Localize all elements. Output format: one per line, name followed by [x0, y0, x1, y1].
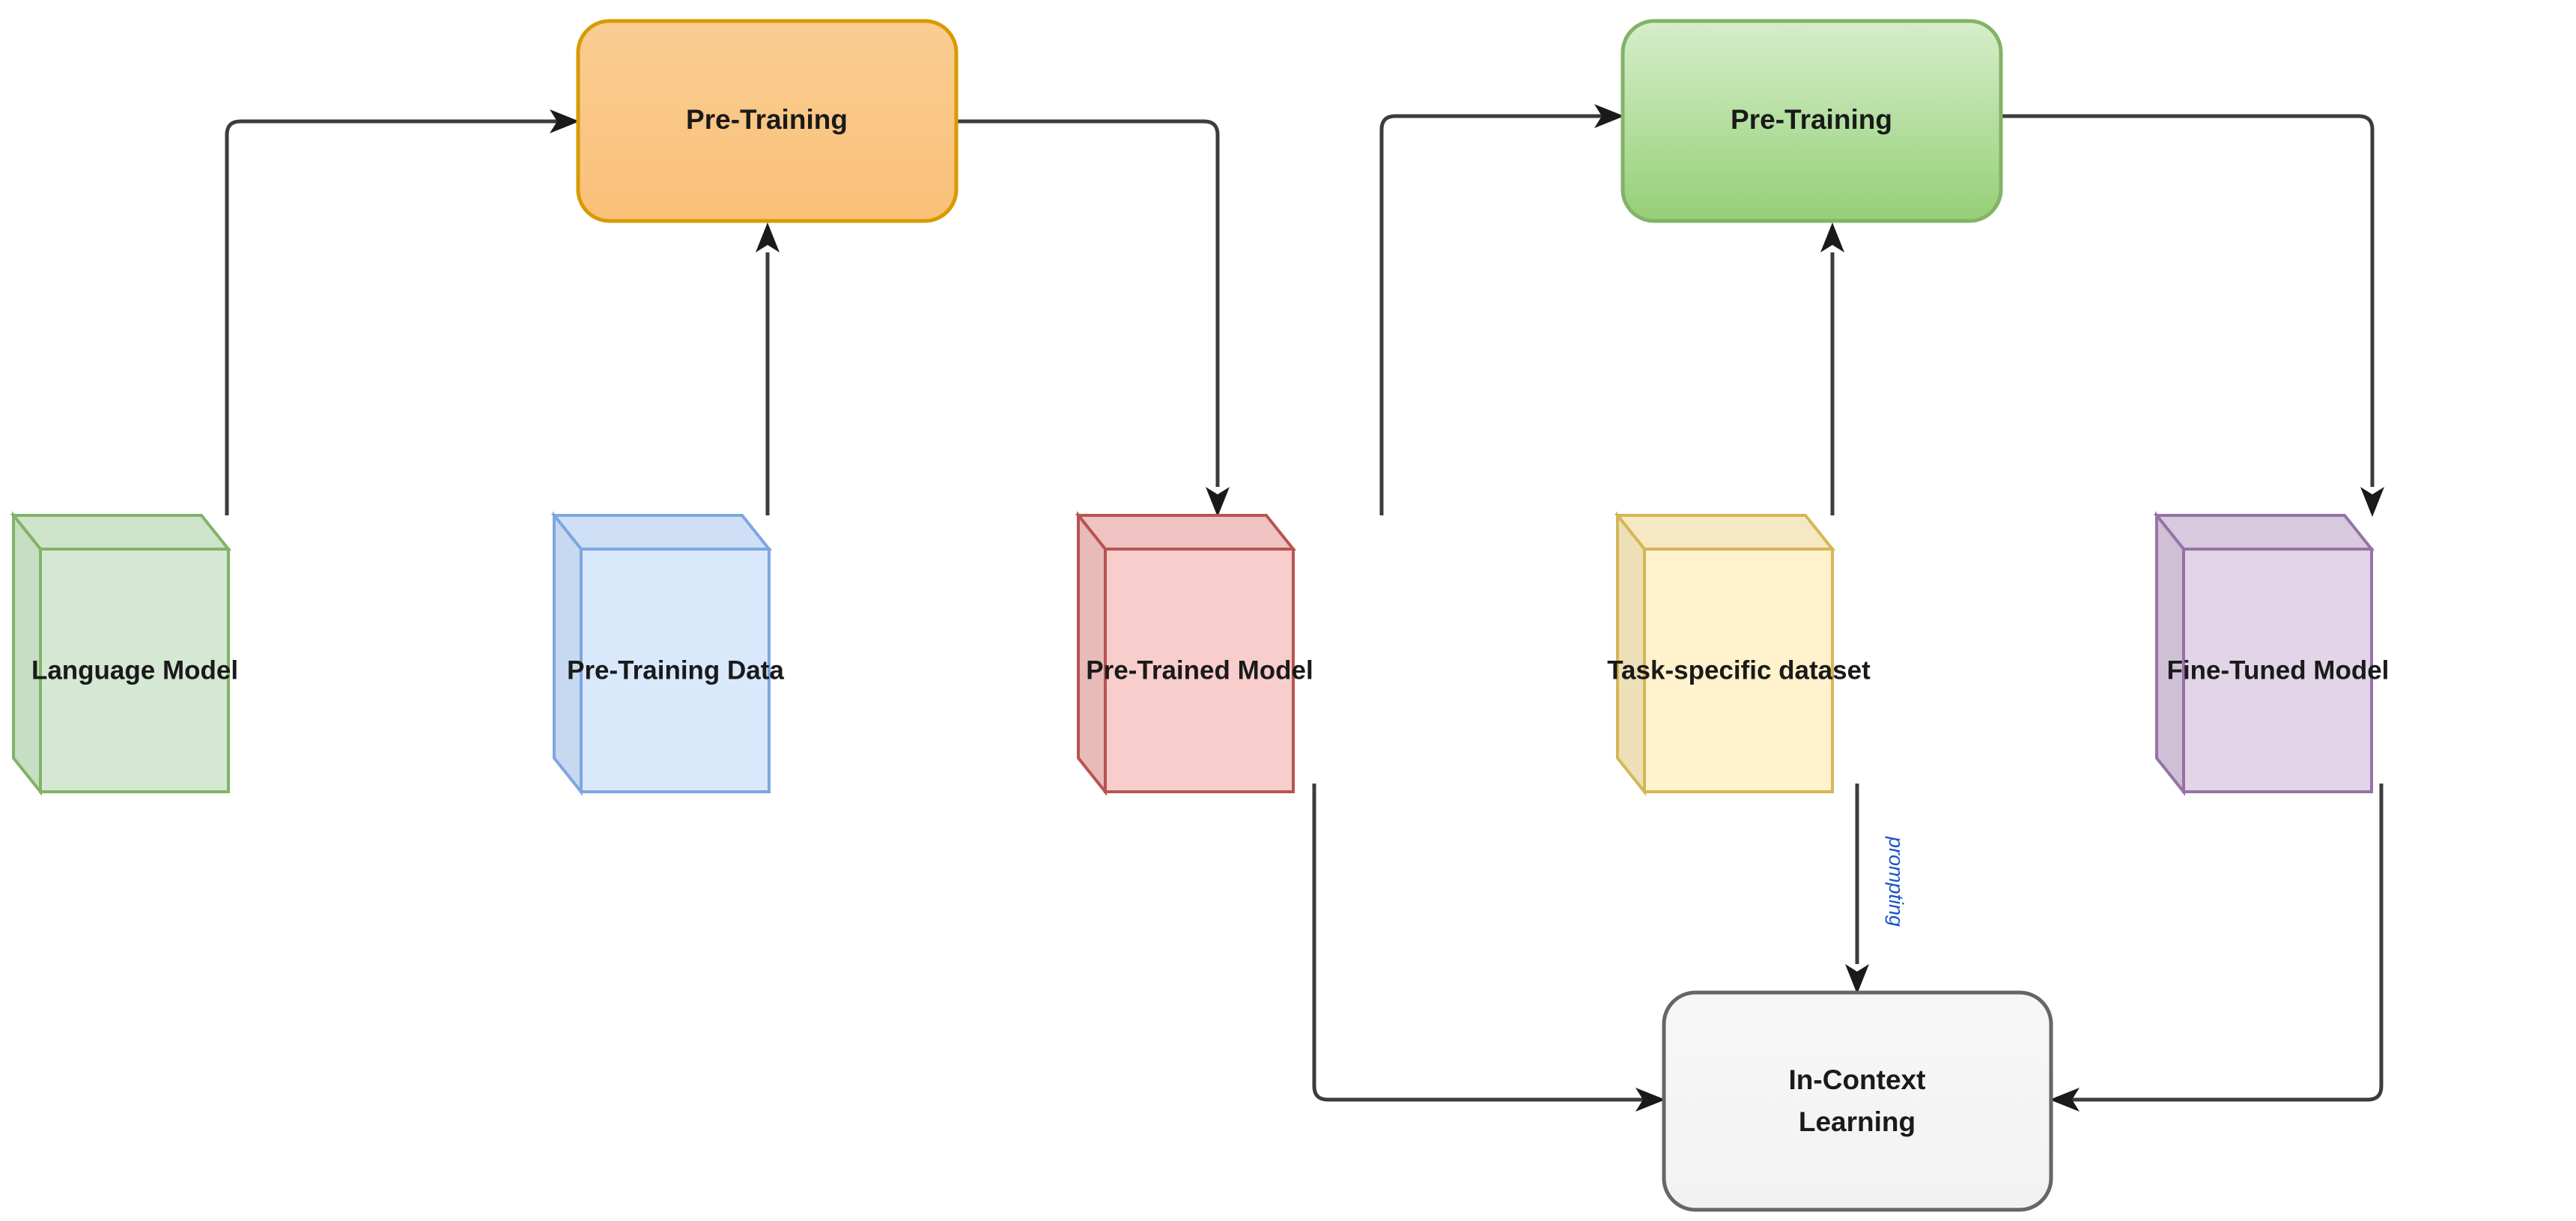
- cube-side-face: [12, 511, 42, 796]
- node-pre-training-left[interactable]: Pre-Training: [576, 19, 959, 223]
- cube-top-face: [1075, 514, 1297, 551]
- cube-side-face: [1077, 511, 1107, 796]
- edge-pre-trained-model-to-in-context-learning[interactable]: [1312, 784, 1665, 1112]
- cube-front-face: [580, 548, 771, 793]
- cube-front-face: [2182, 548, 2373, 793]
- cube-side-face: [553, 511, 583, 796]
- edge-pre-training-to-pre-trained-model[interactable]: [956, 119, 1230, 517]
- cube-side-face: [2155, 511, 2185, 796]
- node-label: Pre-Training Data: [567, 655, 784, 685]
- node-label: Pre-Training: [686, 104, 848, 135]
- edge-task-dataset-to-in-context-learning[interactable]: prompting: [1845, 784, 1907, 994]
- arrow-head-icon: [1594, 104, 1624, 128]
- process-box: [576, 19, 959, 223]
- edge-label-prompting: prompting: [1885, 836, 1907, 927]
- node-pre-trained-model[interactable]: Pre-Trained Model: [1075, 511, 1313, 796]
- node-in-context-learning[interactable]: In-Context Learning: [1662, 990, 2053, 1212]
- arrow-head-icon: [1845, 964, 1869, 994]
- edge-path: [2066, 784, 2384, 1102]
- edge-fine-tuned-model-to-in-context-learning[interactable]: [2050, 784, 2384, 1112]
- node-label-line-2: Learning: [1799, 1106, 1916, 1137]
- node-pre-training-data[interactable]: Pre-Training Data: [550, 511, 784, 796]
- cube-top-face: [1614, 514, 1836, 551]
- arrow-head-icon: [550, 109, 580, 133]
- arrow-head-icon: [1635, 1088, 1665, 1112]
- edge-language-model-to-pre-training[interactable]: [225, 109, 580, 515]
- arrow-head-icon: [1820, 222, 1844, 252]
- process-box: [1662, 990, 2053, 1212]
- node-fine-tuned-model[interactable]: Fine-Tuned Model: [2153, 511, 2390, 796]
- cube-front-face: [1104, 548, 1295, 793]
- edge-path: [956, 119, 1220, 487]
- process-box: [1620, 19, 2003, 223]
- edge-path: [1379, 114, 1608, 515]
- edge-pre-trained-model-to-pre-training-right[interactable]: [1379, 104, 1624, 515]
- node-label-line-1: In-Context: [1789, 1064, 1926, 1095]
- cube-top-face: [10, 514, 232, 551]
- edge-pre-training-data-to-pre-training[interactable]: [756, 222, 780, 515]
- edge-path: [2001, 114, 2375, 487]
- node-language-model[interactable]: Language Model: [10, 511, 238, 796]
- node-label: Pre-Training: [1731, 104, 1892, 135]
- cube-front-face: [1643, 548, 1834, 793]
- node-task-specific-dataset[interactable]: Task-specific dataset: [1607, 511, 1871, 796]
- node-pre-training-right[interactable]: Pre-Training: [1620, 19, 2003, 223]
- cube-top-face: [550, 514, 773, 551]
- node-label: Pre-Trained Model: [1086, 655, 1313, 685]
- edge-task-dataset-to-pre-training-right[interactable]: [1820, 222, 1844, 515]
- arrow-head-icon: [2360, 487, 2384, 517]
- node-label: Task-specific dataset: [1607, 655, 1871, 685]
- cube-front-face: [39, 548, 230, 793]
- cube-top-face: [2153, 514, 2375, 551]
- arrow-head-icon: [2050, 1088, 2080, 1112]
- arrow-head-icon: [756, 222, 780, 252]
- cube-side-face: [1616, 511, 1646, 796]
- edge-path: [1312, 784, 1649, 1102]
- node-label: Fine-Tuned Model: [2167, 655, 2390, 685]
- edge-pre-training-right-to-fine-tuned-model[interactable]: [2001, 114, 2384, 517]
- edge-path: [225, 119, 563, 515]
- edges-layer: prompting: [225, 104, 2384, 1112]
- arrow-head-icon: [1206, 487, 1230, 517]
- node-label: Language Model: [31, 655, 238, 685]
